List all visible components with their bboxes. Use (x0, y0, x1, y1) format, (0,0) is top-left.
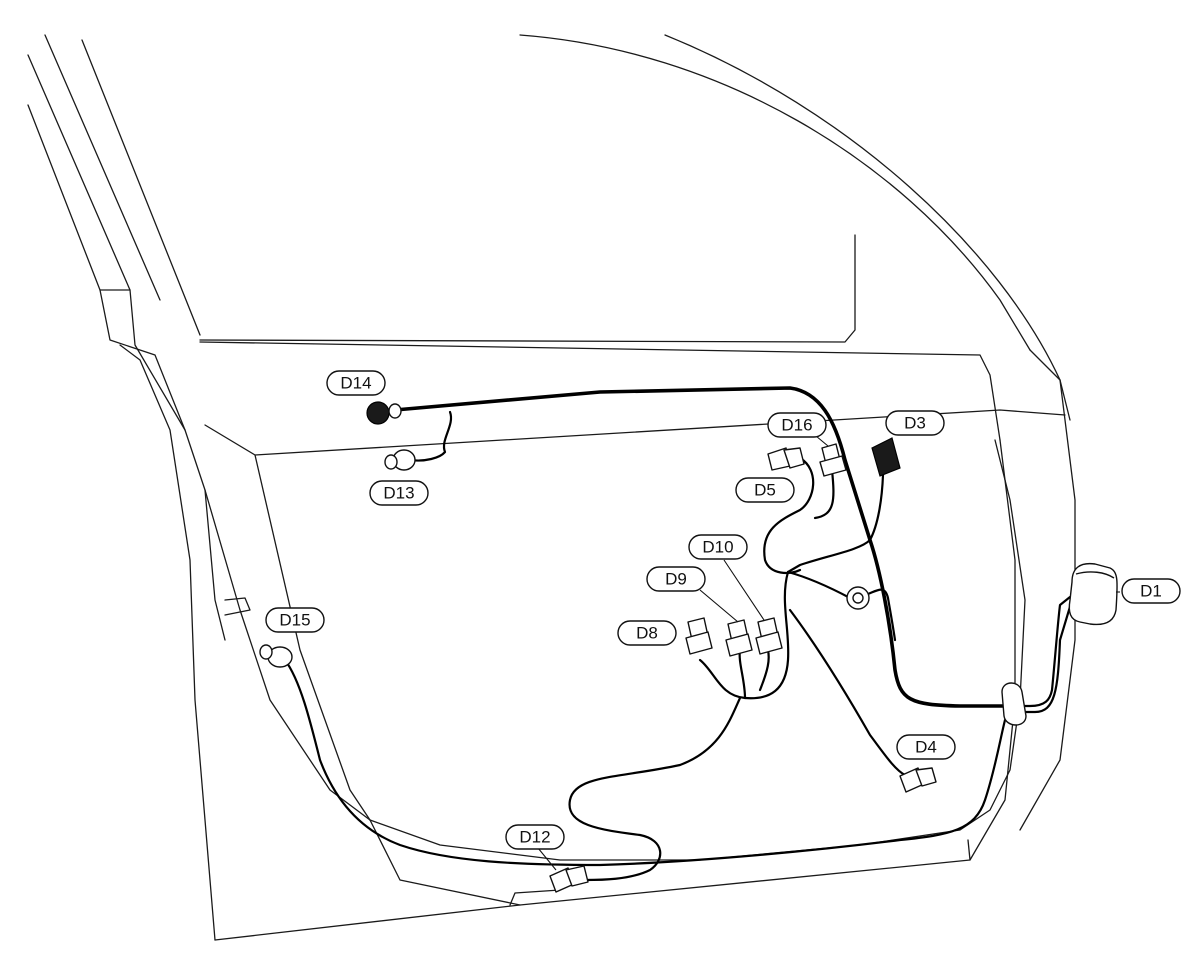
connector-d4 (899, 767, 937, 793)
callout-d4: D4 (896, 734, 956, 760)
svg-text:D15: D15 (279, 611, 310, 630)
connector-d5 (767, 447, 805, 471)
callout-d5: D5 (735, 477, 795, 503)
callout-d9: D9 (646, 566, 706, 592)
callout-d3: D3 (885, 410, 945, 436)
svg-text:D10: D10 (702, 538, 733, 557)
callout-d13: D13 (369, 480, 429, 506)
svg-text:D4: D4 (915, 738, 937, 757)
door-outline (27, 34, 1076, 941)
connector-d9 (725, 619, 753, 657)
callout-d14: D14 (326, 370, 386, 396)
svg-text:D3: D3 (904, 414, 926, 433)
svg-text:D13: D13 (383, 484, 414, 503)
svg-text:D5: D5 (754, 481, 776, 500)
svg-text:D8: D8 (636, 624, 658, 643)
connector-d10 (755, 617, 783, 655)
callout-d1: D1 (1121, 578, 1181, 604)
svg-text:D9: D9 (665, 570, 687, 589)
connector-d14 (366, 401, 402, 425)
connector-d1 (1068, 562, 1118, 626)
grommet-center (846, 586, 870, 610)
callout-d8: D8 (617, 620, 677, 646)
connector-d12 (549, 865, 589, 893)
svg-text:D12: D12 (519, 828, 550, 847)
callout-d12: D12 (505, 824, 565, 850)
svg-text:D14: D14 (340, 374, 371, 393)
leader-lines (537, 435, 1120, 871)
connector-d16 (819, 443, 847, 477)
connectors (259, 401, 1118, 893)
callout-d16: D16 (767, 412, 827, 438)
connector-d15 (259, 644, 293, 668)
connector-d8 (685, 617, 713, 655)
svg-text:D1: D1 (1140, 582, 1162, 601)
wiring-harness (283, 386, 1074, 882)
grommet-rear (1001, 682, 1027, 726)
svg-text:D16: D16 (781, 416, 812, 435)
connector-d3 (871, 437, 901, 477)
callout-d10: D10 (688, 534, 748, 560)
callout-d15: D15 (265, 607, 325, 633)
callouts: D14 D13 D16 D3 D5 D10 D9 D8 (265, 370, 1181, 850)
connector-d13 (384, 449, 416, 471)
